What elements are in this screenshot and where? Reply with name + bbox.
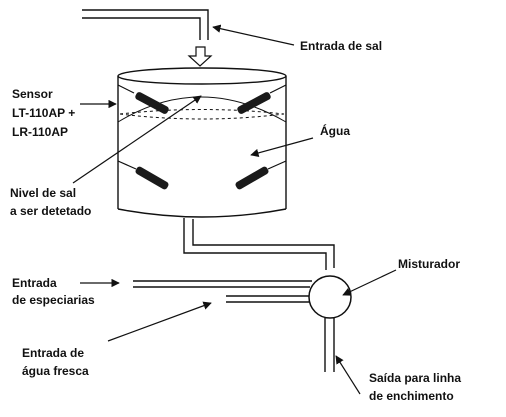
tank [117, 67, 287, 218]
tank-top-rim [117, 67, 287, 85]
sensor-top-right [237, 92, 271, 114]
salt-level-label-line1: Nivel de sal [10, 186, 76, 200]
outlet-pipe [324, 318, 335, 372]
fresh-water-inlet-pipe [226, 295, 311, 303]
spices-inlet-pipe [133, 280, 312, 288]
tank-to-mixer-pipe [183, 218, 335, 270]
water-label: Água [320, 123, 350, 138]
sensor-label-line2: LT-110AP + [12, 106, 75, 120]
sensor-bottom-right [235, 166, 269, 190]
outlet-leader [335, 355, 361, 395]
sensor-label-line1: Sensor [12, 87, 53, 101]
water-leader [250, 137, 314, 158]
salt-inlet-label: Entrada de sal [300, 39, 382, 53]
mixer-label: Misturador [398, 257, 460, 271]
fresh-water-leader [107, 301, 212, 342]
outlet-label-line2: de enchimento [369, 389, 454, 403]
salt-inlet-leader [212, 24, 295, 46]
salt-level-dashes [119, 109, 285, 120]
salt-inlet-pipe [82, 9, 209, 40]
mixer-leader [342, 269, 397, 296]
spices-label-line1: Entrada [12, 276, 57, 290]
sensor-top-left [135, 92, 169, 114]
fresh-water-label-line2: água fresca [22, 364, 89, 378]
salt-inlet-arrow [187, 46, 213, 67]
fresh-water-label-line1: Entrada de [22, 346, 84, 360]
outlet-label-line1: Saída para linha [369, 371, 461, 385]
sensor-label-line3: LR-110AP [12, 125, 68, 139]
mixer [308, 275, 352, 319]
spices-label-line2: de especiarias [12, 293, 95, 307]
salt-level-label-line2: a ser detetado [10, 204, 91, 218]
salt-level-leader [72, 95, 202, 184]
tank-bottom [117, 208, 287, 218]
sensors [135, 92, 271, 190]
sensor-bottom-left [135, 166, 169, 190]
